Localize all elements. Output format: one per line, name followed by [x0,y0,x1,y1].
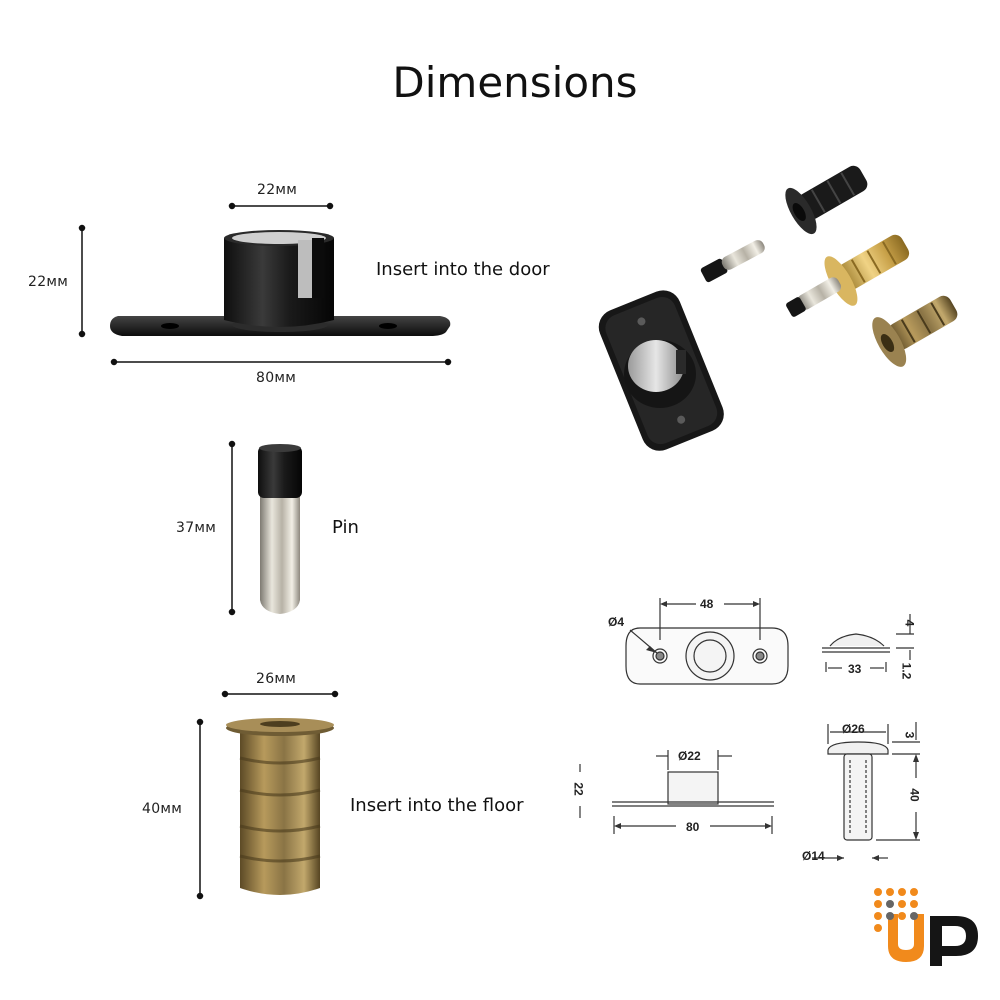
tech-plate-spacing: 48 [700,597,714,611]
door-length-label: 80мм [256,370,297,386]
floor-caption: Insert into the floor [350,795,524,816]
tech-plate-thickness-top: 4 [902,619,917,627]
pin-height-label: 37мм [176,520,217,536]
tech-floor-body-dia: Ø14 [802,849,825,863]
tech-floor-height: 40 [907,788,922,802]
door-caption: Insert into the door [376,259,550,280]
tech-floor-head-dia: Ø26 [842,722,865,736]
tech-door-length: 80 [686,820,700,834]
tech-plate-thickness: 1.2 [899,662,914,680]
tech-plate-hole: Ø4 [608,615,625,629]
tech-plate-length-side: 33 [848,662,862,676]
page-title: Dimensions [392,58,638,107]
door-width-label: 22мм [257,182,298,198]
floor-height-label: 40мм [142,801,183,817]
door-height-label: 22мм [28,274,69,290]
tech-door-height: 22 [571,782,586,796]
floor-width-label: 26мм [256,671,297,687]
tech-floor-head-thickness: 3 [902,731,917,739]
tech-door-inner-dia: Ø22 [678,749,701,763]
pin-caption: Pin [332,517,359,538]
